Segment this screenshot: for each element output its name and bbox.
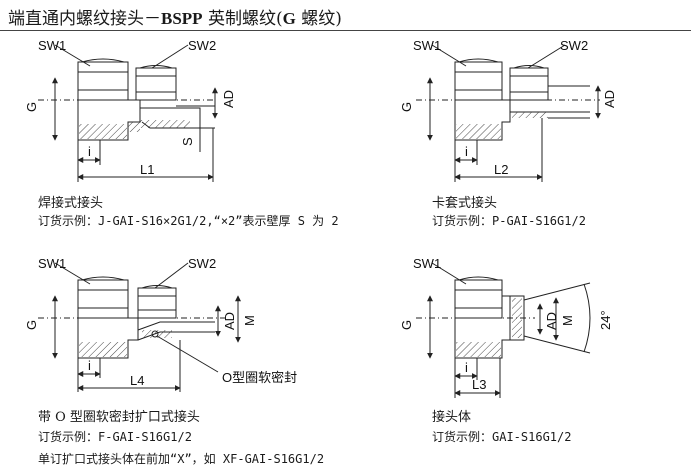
label-m: M <box>242 315 257 326</box>
label-i: i <box>465 144 468 159</box>
diagram-welded-fitting <box>38 44 218 182</box>
title-divider <box>0 30 691 31</box>
diagram-fitting-body <box>416 262 591 398</box>
page-title: 端直通内螺纹接头－BSPP 英制螺纹(G 螺纹) <box>8 9 342 29</box>
label-ad: AD <box>222 312 237 330</box>
label-s: S <box>180 137 195 146</box>
label-sw1: SW1 <box>38 38 66 53</box>
label-angle: 24° <box>598 310 613 330</box>
hex-body-sw1 <box>77 61 129 101</box>
label-i: i <box>88 144 91 159</box>
label-ad: AD <box>221 90 236 108</box>
label-g: G <box>24 320 39 330</box>
label-l2: L2 <box>494 162 508 177</box>
label-oring-seal: O型圈软密封 <box>222 370 297 385</box>
hex-nut-sw2 <box>135 67 177 101</box>
label-m: M <box>560 315 575 326</box>
diagram-ferrule-fitting <box>416 44 601 182</box>
label-sw1: SW1 <box>38 256 66 271</box>
label-g: G <box>399 102 414 112</box>
label-sw1: SW1 <box>413 256 441 271</box>
label-l1: L1 <box>140 162 154 177</box>
label-ad: AD <box>544 312 559 330</box>
label-g: G <box>24 102 39 112</box>
order-note-flared-body: 单订扩口式接头体在前加“X”，如 XF-GAI-S16G1/2 <box>38 452 325 466</box>
diagram-oring-flared-fitting <box>38 262 241 392</box>
order-example-fitting-body: 订货示例：GAI-S16G1/2 <box>432 430 572 444</box>
caption-welded: 焊接式接头 <box>38 196 104 211</box>
label-sw2: SW2 <box>560 38 588 53</box>
label-i: i <box>88 358 91 373</box>
order-example-oring-flared: 订货示例：F-GAI-S16G1/2 <box>38 430 192 444</box>
caption-oring-flared: 带 O 型圈软密封扩口式接头 <box>38 410 200 425</box>
label-sw1: SW1 <box>413 38 441 53</box>
caption-fitting-body: 接头体 <box>432 410 472 425</box>
label-l4: L4 <box>130 373 144 388</box>
label-sw2: SW2 <box>188 38 216 53</box>
order-example-welded: 订货示例：J-GAI-S16×2G1/2,“×2”表示壁厚 S 为 2 <box>38 214 339 228</box>
caption-ferrule: 卡套式接头 <box>432 196 498 211</box>
label-l3: L3 <box>472 377 486 392</box>
label-sw2: SW2 <box>188 256 216 271</box>
label-g: G <box>399 320 414 330</box>
order-example-ferrule: 订货示例：P-GAI-S16G1/2 <box>432 214 586 228</box>
label-i: i <box>465 360 468 375</box>
label-ad: AD <box>602 90 617 108</box>
